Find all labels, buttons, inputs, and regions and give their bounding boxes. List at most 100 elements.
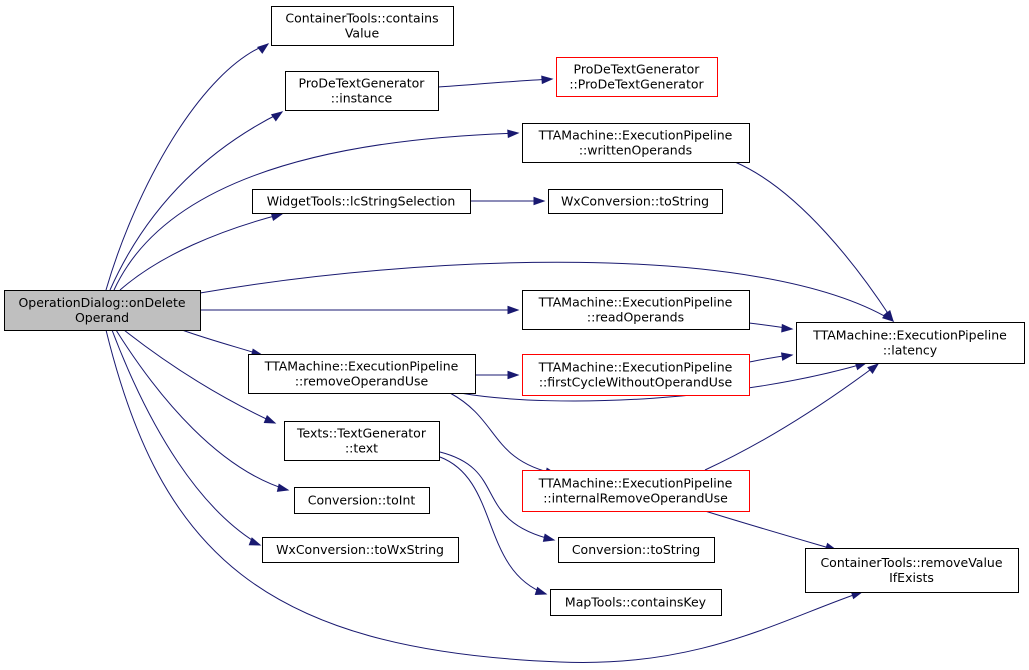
- node-box[interactable]: [522, 354, 750, 396]
- node-ep-written[interactable]: TTAMachine::ExecutionPipeline::writtenOp…: [522, 123, 750, 163]
- edge-line: [459, 362, 867, 402]
- arrowhead: [507, 370, 520, 380]
- node-ep-internal[interactable]: TTAMachine::ExecutionPipeline::internalR…: [522, 470, 750, 512]
- node-box[interactable]: [550, 589, 722, 616]
- node-label: TTAMachine::ExecutionPipeline: [538, 295, 733, 310]
- edge-ep_internal-to-ct_removevalue: [704, 510, 838, 552]
- edge-root-to-pdtg_instance: [109, 111, 284, 291]
- edges-layer: [105, 43, 895, 664]
- edge-line: [437, 78, 553, 88]
- node-label: ::text: [345, 441, 378, 456]
- node-box[interactable]: [548, 189, 723, 214]
- node-wt-lcstring[interactable]: WidgetTools::lcStringSelection: [252, 189, 471, 214]
- node-box[interactable]: [4, 290, 201, 331]
- arrowhead: [541, 75, 554, 85]
- node-box[interactable]: [294, 487, 430, 514]
- node-pdtg-instance[interactable]: ProDeTextGenerator::instance: [285, 71, 439, 111]
- edge-ep_firstcycle-to-ep_latency: [748, 352, 794, 363]
- edge-line: [111, 329, 261, 546]
- edge-line: [113, 132, 519, 291]
- edge-tg_text-to-mt_containskey: [439, 456, 548, 596]
- node-wxc-towx[interactable]: WxConversion::toWxString: [262, 537, 459, 563]
- node-label: Texts::TextGenerator: [296, 426, 427, 441]
- node-label: TTAMachine::ExecutionPipeline: [538, 128, 733, 143]
- node-box[interactable]: [558, 537, 715, 563]
- edge-line: [119, 213, 283, 291]
- node-label: TTAMachine::ExecutionPipeline: [538, 476, 733, 491]
- node-label: WxConversion::toString: [561, 194, 709, 209]
- node-mt-containskey[interactable]: MapTools::containsKey: [550, 589, 722, 616]
- node-label: ::instance: [331, 91, 393, 106]
- node-box[interactable]: [285, 71, 439, 111]
- node-box[interactable]: [522, 123, 750, 163]
- node-label: Conversion::toInt: [308, 493, 416, 508]
- node-box[interactable]: [248, 354, 476, 394]
- edge-line: [105, 329, 863, 664]
- node-label: MapTools::containsKey: [565, 595, 707, 610]
- node-box[interactable]: [522, 290, 750, 330]
- node-ep-remove[interactable]: TTAMachine::ExecutionPipeline::removeOpe…: [248, 354, 476, 394]
- edge-root-to-ep_written: [113, 129, 520, 291]
- node-label: TTAMachine::ExecutionPipeline: [538, 360, 733, 375]
- node-box[interactable]: [522, 470, 750, 512]
- node-label: ::ProDeTextGenerator: [569, 77, 704, 92]
- edge-line: [199, 261, 894, 322]
- edge-ep_internal-to-ep_latency: [704, 363, 880, 471]
- node-box[interactable]: [284, 421, 440, 461]
- edge-ep_remove-to-ep_firstcycle: [475, 370, 520, 380]
- node-ep-read[interactable]: TTAMachine::ExecutionPipeline::readOpera…: [522, 290, 750, 330]
- arrowhead: [780, 352, 794, 361]
- node-label: ContainerTools::contains: [285, 11, 438, 26]
- node-label: Conversion::toString: [572, 542, 700, 557]
- node-box[interactable]: [271, 6, 454, 46]
- edge-root-to-wt_lcstring: [119, 212, 284, 291]
- edge-ep_written-to-ep_latency: [734, 161, 894, 323]
- edge-tg_text-to-conv_tostring: [439, 451, 556, 542]
- arrowhead: [867, 363, 880, 374]
- edge-root-to-ep_read: [200, 305, 520, 315]
- edge-line: [704, 363, 879, 471]
- node-box[interactable]: [556, 57, 718, 97]
- node-ep-firstcycle[interactable]: TTAMachine::ExecutionPipeline::firstCycl…: [522, 354, 750, 396]
- node-box[interactable]: [252, 189, 471, 214]
- node-wxc-tostring[interactable]: WxConversion::toString: [548, 189, 723, 214]
- node-box[interactable]: [805, 548, 1019, 593]
- node-label: ::latency: [883, 343, 938, 358]
- edge-root-to-conv_toint: [115, 329, 290, 492]
- node-tg-text[interactable]: Texts::TextGenerator::text: [284, 421, 440, 461]
- edge-line: [734, 161, 894, 322]
- edge-line: [115, 329, 289, 491]
- node-ep-latency[interactable]: TTAMachine::ExecutionPipeline::latency: [796, 322, 1025, 364]
- arrowhead: [542, 533, 556, 542]
- node-label: ::readOperands: [587, 310, 684, 325]
- edge-line: [109, 111, 283, 291]
- edge-line: [181, 329, 263, 356]
- arrowhead: [781, 323, 794, 333]
- node-conv-tostring[interactable]: Conversion::toString: [558, 537, 715, 563]
- node-label: IfExists: [889, 570, 934, 585]
- nodes-layer: OperationDialog::onDeleteOperandContaine…: [4, 6, 1025, 616]
- arrowhead: [263, 414, 277, 424]
- edge-pdtg_instance-to-pdtg_ctor: [437, 75, 554, 88]
- node-box[interactable]: [262, 537, 459, 563]
- edge-ep_read-to-ep_latency: [748, 322, 794, 333]
- edge-line: [105, 43, 269, 291]
- node-label: WxConversion::toWxString: [276, 542, 444, 557]
- arrowhead: [883, 310, 894, 323]
- node-label: OperationDialog::onDelete: [18, 295, 185, 310]
- node-conv-toint[interactable]: Conversion::toInt: [294, 487, 430, 514]
- node-label: ContainerTools::removeValue: [820, 555, 1002, 570]
- arrowhead: [257, 43, 270, 54]
- arrowhead: [534, 586, 548, 596]
- node-box[interactable]: [796, 322, 1025, 364]
- edge-line: [439, 456, 547, 595]
- edge-root-to-tg_text: [123, 329, 277, 424]
- arrowhead: [507, 305, 520, 315]
- arrowhead: [270, 111, 284, 122]
- node-pdtg-ctor[interactable]: ProDeTextGenerator::ProDeTextGenerator: [556, 57, 718, 97]
- node-label: ::firstCycleWithoutOperandUse: [539, 375, 733, 390]
